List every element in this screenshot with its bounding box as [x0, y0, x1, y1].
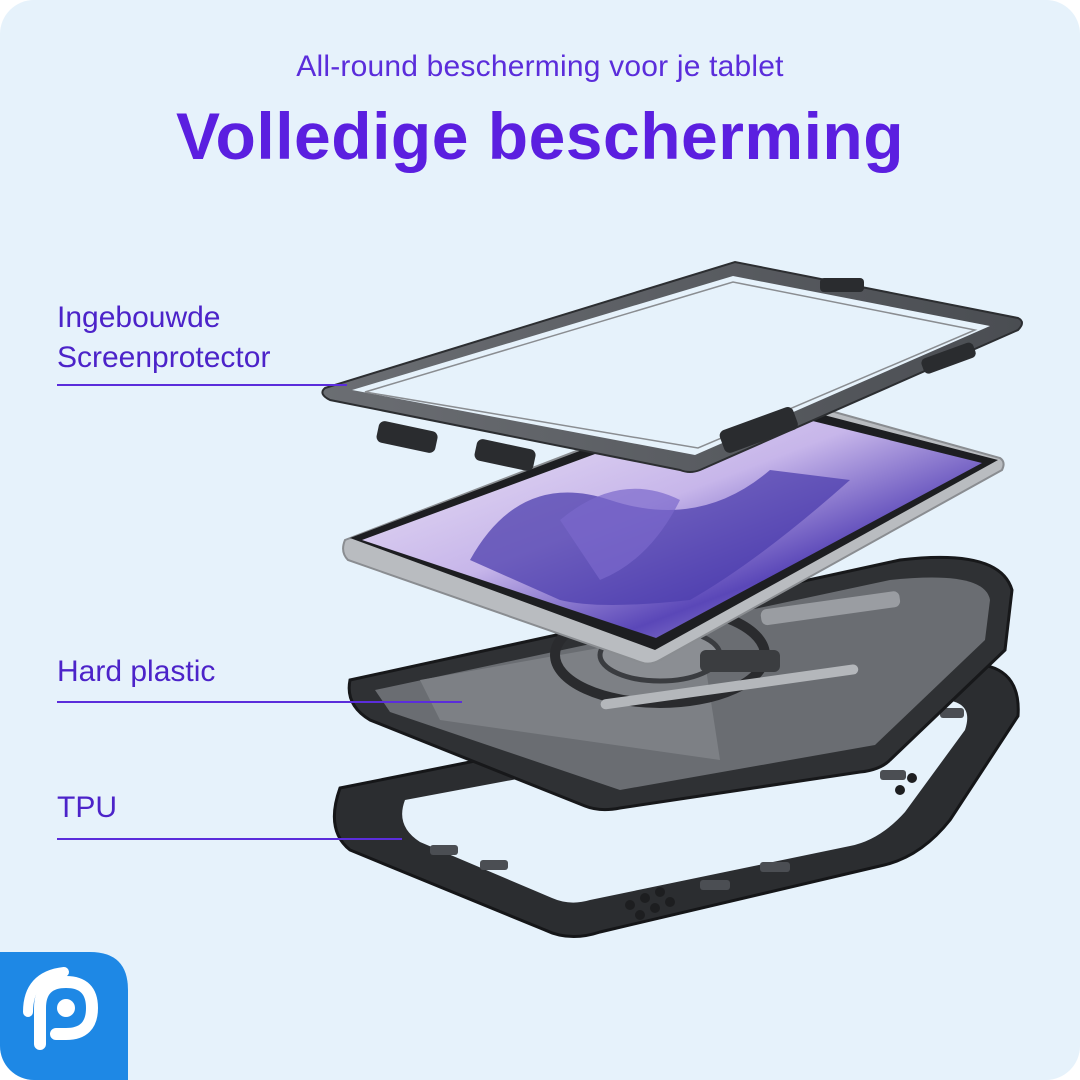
callout-screenprotector-line2: Screenprotector	[57, 341, 271, 374]
page-title: Volledige bescherming	[175, 99, 905, 173]
hard-plastic-shell	[347, 555, 1014, 812]
callout-screenprotector-line1: Ingebouwde	[57, 301, 221, 334]
callout-tpu: TPU	[57, 791, 117, 824]
callout-tpu-line	[57, 838, 402, 840]
callout-hard-plastic-line	[57, 701, 462, 703]
page-subtitle: All-round bescherming voor je tablet	[296, 50, 784, 83]
brand-logo-icon	[0, 952, 128, 1080]
callout-hard-plastic: Hard plastic	[57, 655, 216, 688]
callout-screenprotector: Ingebouwde Screenprotector	[57, 298, 270, 378]
callout-screenprotector-line	[57, 384, 347, 386]
screen-protector-frame	[321, 260, 1023, 473]
